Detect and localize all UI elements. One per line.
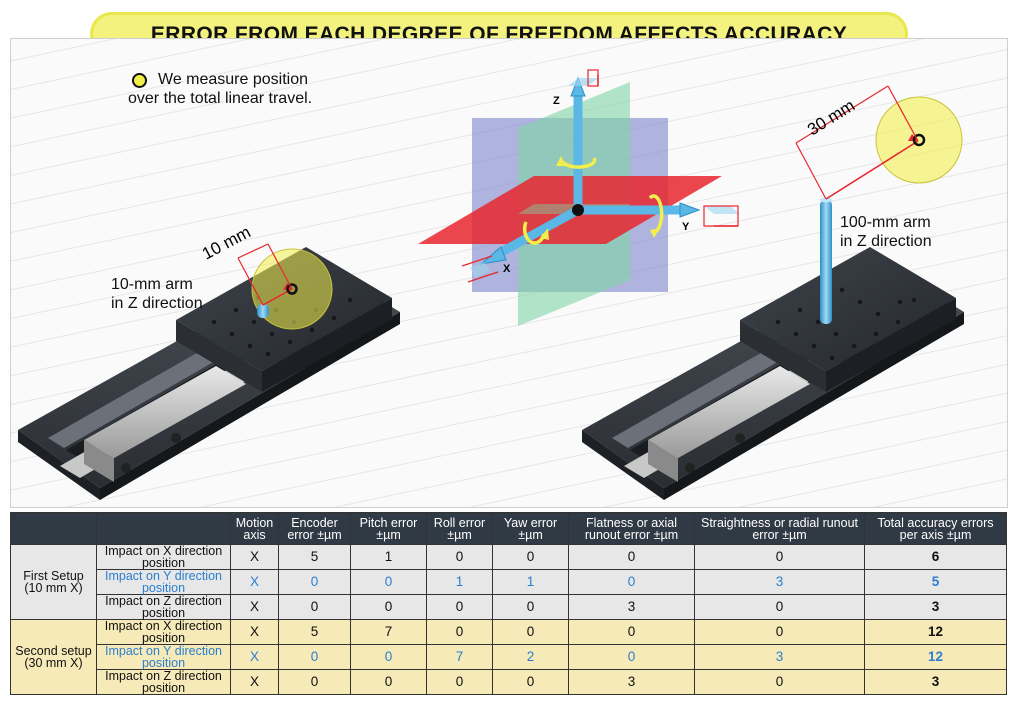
table-cell: 0 xyxy=(350,594,427,620)
table-cell: 6 xyxy=(864,544,1007,570)
table-cell: 0 xyxy=(568,644,695,670)
header-pitch: Pitch error ±µm xyxy=(350,512,427,545)
header-cell xyxy=(96,512,231,545)
table-cell: 0 xyxy=(694,669,865,695)
table-cell: 12 xyxy=(864,644,1007,670)
header-total: Total accuracy errors per axis ±µm xyxy=(864,512,1007,545)
table-cell: 0 xyxy=(278,644,351,670)
table-cell: 0 xyxy=(278,669,351,695)
row-label: Impact on Y direction position xyxy=(96,569,231,595)
table-cell: 0 xyxy=(568,544,695,570)
table-cell: 0 xyxy=(350,569,427,595)
table-row: First Setup (10 mm X) Impact on X direct… xyxy=(10,544,1007,620)
setup-label: Second setup (30 mm X) xyxy=(10,619,97,695)
table-cell: X xyxy=(230,544,279,570)
table-cell: 0 xyxy=(568,569,695,595)
left-measurement-circle xyxy=(237,243,333,330)
header-straightness: Straightness or radial runout error ±µm xyxy=(694,512,865,545)
z-axis-label: Z xyxy=(553,95,560,107)
table-cell: 1 xyxy=(492,569,569,595)
right-arm-label-line2: in Z direction xyxy=(840,233,932,250)
header-yaw: Yaw error ±µm xyxy=(492,512,569,545)
left-arm-label-line1: 10-mm arm xyxy=(111,276,193,293)
table-cell: 0 xyxy=(426,594,493,620)
table-cell: 1 xyxy=(426,569,493,595)
x-axis-label: X xyxy=(503,263,511,275)
table-cell: 7 xyxy=(426,644,493,670)
left-dimension-label: 10 mm xyxy=(199,222,254,263)
table-cell: 5 xyxy=(278,619,351,645)
table-cell: 3 xyxy=(568,669,695,695)
table-row: Second setup (30 mm X) Impact on X direc… xyxy=(10,619,1007,695)
legend-text-line2: over the total linear travel. xyxy=(128,90,313,107)
y-axis-label: Y xyxy=(682,221,690,233)
table-cell: 5 xyxy=(278,544,351,570)
table-cell: 0 xyxy=(278,569,351,595)
header-motion-axis: Motion axis xyxy=(230,512,279,545)
table-cell: 0 xyxy=(350,644,427,670)
axis-diagram xyxy=(418,69,740,326)
error-table: Motion axis Encoder error ±µm Pitch erro… xyxy=(10,512,1007,695)
table-cell: X xyxy=(230,644,279,670)
table-cell: 0 xyxy=(492,619,569,645)
table-cell: 0 xyxy=(568,619,695,645)
header-flatness: Flatness or axial runout error ±µm xyxy=(568,512,695,545)
row-label: Impact on Y direction position xyxy=(96,644,231,670)
table-cell: 0 xyxy=(492,669,569,695)
table-row: Impact on Y direction position X 0 0 1 1… xyxy=(11,569,1007,595)
table-cell: 3 xyxy=(864,669,1007,695)
header-encoder: Encoder error ±µm xyxy=(278,512,351,545)
table-cell: 0 xyxy=(694,594,865,620)
header-roll: Roll error ±µm xyxy=(426,512,493,545)
table-cell: 0 xyxy=(694,544,865,570)
table-cell: 3 xyxy=(694,644,865,670)
table-cell: X xyxy=(230,619,279,645)
row-label: Impact on X direction position xyxy=(96,544,231,570)
table-cell: 0 xyxy=(278,594,351,620)
row-label: Impact on Z direction position xyxy=(96,594,231,620)
table-cell: 7 xyxy=(350,619,427,645)
table-header-row: Motion axis Encoder error ±µm Pitch erro… xyxy=(10,512,1007,545)
right-linear-stage xyxy=(582,247,964,500)
table-cell: 3 xyxy=(864,594,1007,620)
table-cell: 0 xyxy=(426,544,493,570)
table-cell: 12 xyxy=(864,619,1007,645)
row-label: Impact on Z direction position xyxy=(96,669,231,695)
table-cell: 3 xyxy=(694,569,865,595)
table-cell: X xyxy=(230,569,279,595)
left-linear-stage xyxy=(18,247,400,500)
table-row: Impact on Y direction position X 0 0 7 2… xyxy=(11,644,1007,670)
right-arm-label-line1: 100-mm arm xyxy=(840,214,931,231)
table-cell: 3 xyxy=(568,594,695,620)
left-arm-label-line2: in Z direction xyxy=(111,295,203,312)
header-cell xyxy=(10,512,97,545)
table-cell: 0 xyxy=(492,594,569,620)
right-dimension-label: 30 mm xyxy=(804,96,858,140)
table-cell: 0 xyxy=(426,669,493,695)
illustration-art: Z Y X 10 mm 30 mm xyxy=(18,69,964,500)
right-arm-and-circle xyxy=(795,85,963,324)
measure-point-icon xyxy=(132,73,147,88)
table-cell: 0 xyxy=(426,619,493,645)
table-row: Impact on Z direction position X 0 0 0 0… xyxy=(11,669,1007,695)
table-cell: X xyxy=(230,669,279,695)
legend-text-line1: We measure position xyxy=(158,71,308,88)
table-cell: 2 xyxy=(492,644,569,670)
table-row: Impact on Z direction position X 0 0 0 0… xyxy=(11,594,1007,620)
table-cell: 5 xyxy=(864,569,1007,595)
table-cell: 0 xyxy=(694,619,865,645)
table-cell: 1 xyxy=(350,544,427,570)
row-label: Impact on X direction position xyxy=(96,619,231,645)
setup-label: First Setup (10 mm X) xyxy=(10,544,97,620)
table-cell: X xyxy=(230,594,279,620)
table-cell: 0 xyxy=(350,669,427,695)
table-cell: 0 xyxy=(492,544,569,570)
